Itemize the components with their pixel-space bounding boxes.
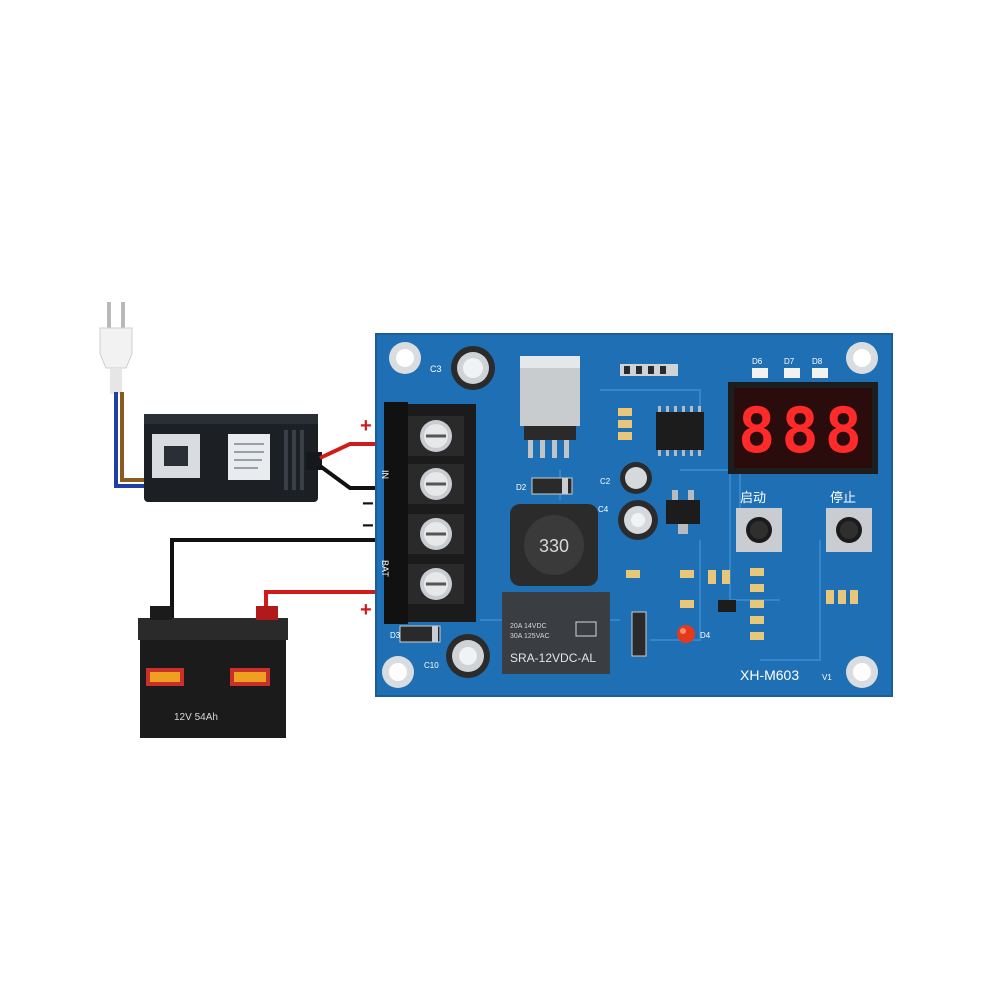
car-battery: 12V 54Ah	[138, 606, 288, 738]
label-d7: D7	[784, 357, 795, 366]
stop-button[interactable]	[826, 508, 872, 552]
power-adapter	[144, 414, 322, 502]
relay-rating-1: 20A 14VDC	[510, 623, 547, 630]
label-d8: D8	[812, 357, 823, 366]
capacitor-c3	[451, 346, 495, 390]
inductor-value: 330	[539, 536, 569, 556]
relay-rating-2: 30A 125VAC	[510, 633, 550, 640]
stop-button-label: 停止	[830, 490, 856, 505]
terminal-in-label: IN	[380, 470, 390, 479]
mains-cable	[114, 392, 150, 488]
screw-terminal-block: IN BAT	[380, 402, 476, 624]
board-version: V1	[822, 673, 832, 682]
polarity-minus-in: −	[362, 493, 374, 515]
display-readout: 888	[738, 394, 868, 467]
terminal-bat-label: BAT	[380, 560, 390, 577]
diode-d2	[531, 477, 573, 495]
power-plug	[99, 302, 133, 394]
transistor	[666, 490, 700, 534]
label-c4: C4	[598, 505, 609, 514]
smd-resistors	[618, 408, 632, 440]
terminal-screw	[408, 464, 464, 504]
board-model: XH-M603	[740, 667, 799, 683]
battery-rating: 12V 54Ah	[174, 712, 218, 723]
polarity-plus-in: +	[360, 415, 372, 437]
label-d3: D3	[390, 631, 401, 640]
label-c3: C3	[430, 364, 442, 374]
start-button-label: 启动	[740, 490, 766, 505]
pin-header	[620, 364, 678, 376]
inductor: 330	[510, 504, 598, 586]
mounting-hole	[382, 656, 414, 688]
polarity-minus-bat: −	[362, 515, 374, 537]
relay: 20A 14VDC 30A 125VAC SRA-12VDC-AL	[502, 592, 610, 674]
polarity-plus-bat: +	[360, 599, 372, 621]
battery-wires	[170, 538, 392, 630]
terminal-screw	[408, 564, 464, 604]
label-d4: D4	[700, 631, 711, 640]
label-d6: D6	[752, 357, 763, 366]
regulator-chip	[520, 356, 580, 458]
label-d2: D2	[516, 483, 527, 492]
capacitor-c4	[618, 500, 658, 540]
fuse	[631, 611, 647, 657]
mounting-hole	[846, 342, 878, 374]
diode-d3	[399, 625, 441, 643]
label-c2: C2	[600, 477, 611, 486]
mounting-hole	[389, 342, 421, 374]
smd-transistors	[718, 600, 736, 612]
mounting-hole	[846, 656, 878, 688]
capacitor-c2	[620, 462, 652, 494]
label-c10: C10	[424, 661, 439, 670]
terminal-screw	[408, 416, 464, 456]
seven-segment-display: 888	[728, 382, 878, 474]
relay-model: SRA-12VDC-AL	[510, 651, 596, 665]
control-ic	[656, 406, 704, 456]
terminal-screw	[408, 514, 464, 554]
start-button[interactable]	[736, 508, 782, 552]
led-d4	[677, 625, 695, 643]
smd-components	[626, 568, 858, 640]
capacitor-c10	[446, 634, 490, 678]
status-leds	[752, 368, 828, 378]
